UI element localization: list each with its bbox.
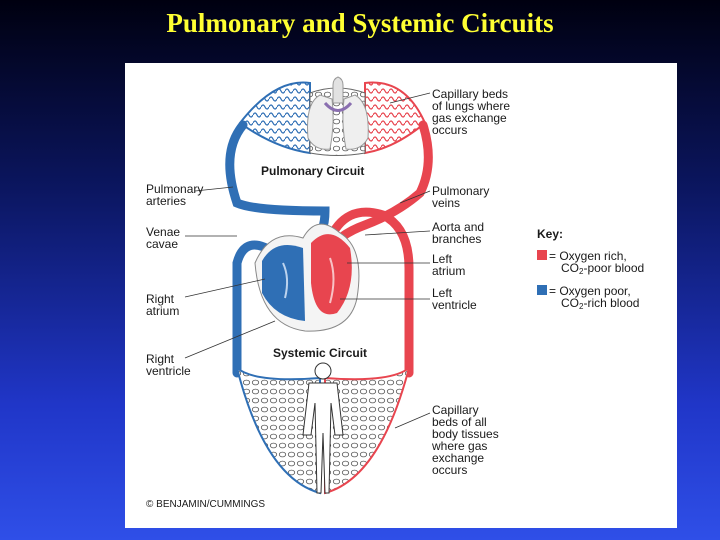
key-heading: Key: (537, 227, 563, 241)
key-swatch-oxygen-poor (537, 285, 547, 295)
slide-title: Pulmonary and Systemic Circuits (166, 8, 554, 38)
heart (254, 223, 360, 332)
key-swatch-oxygen-rich (537, 250, 547, 260)
label-right-ventricle: Right ventricle (146, 352, 191, 378)
label-venae-cavae: Venae cavae (146, 225, 183, 251)
pulmonary-circuit-label: Pulmonary Circuit (261, 164, 364, 178)
diagram-panel: Pulmonary Circuit Systemic Circuit Capil… (125, 63, 677, 528)
human-figure-icon (302, 362, 344, 494)
copyright-text: © BENJAMIN/CUMMINGS (146, 499, 265, 510)
color-key: Key: = Oxygen rich, CO2-poor blood = Oxy… (537, 227, 644, 311)
label-capillary-beds-body: Capillary beds of all body tissues where… (431, 403, 502, 477)
aorta-vessel (324, 207, 414, 378)
label-left-atrium: Left atrium (432, 252, 465, 278)
label-pulmonary-veins: Pulmonary veins (432, 184, 493, 210)
lungs (307, 76, 369, 150)
label-left-ventricle: Left ventricle (432, 286, 477, 312)
key-item-oxygen-poor: = Oxygen poor, CO2-rich blood (549, 284, 639, 311)
circulation-diagram: Pulmonary Circuit Systemic Circuit Capil… (146, 76, 644, 510)
label-right-atrium: Right atrium (146, 292, 179, 318)
systemic-circuit-label: Systemic Circuit (273, 346, 367, 360)
label-aorta-branches: Aorta and branches (432, 220, 487, 246)
leader-lines (184, 92, 431, 429)
key-item-oxygen-rich: = Oxygen rich, CO2-poor blood (549, 249, 644, 276)
label-pulmonary-arteries: Pulmonary arteries (146, 182, 207, 208)
label-capillary-beds-lungs: Capillary beds of lungs where gas exchan… (432, 87, 513, 137)
